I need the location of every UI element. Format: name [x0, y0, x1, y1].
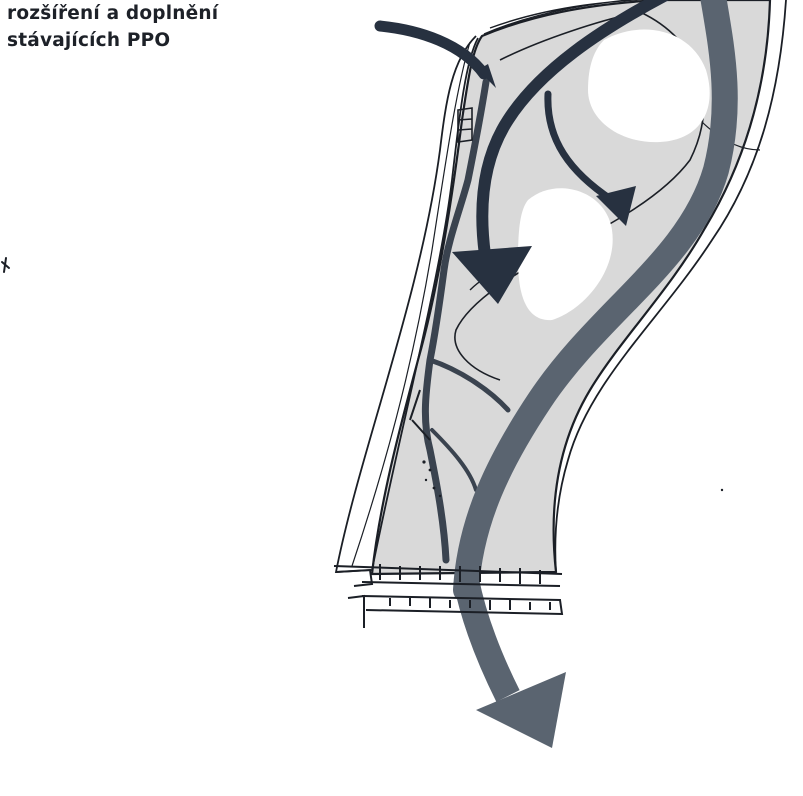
stray-mark [2, 258, 9, 272]
